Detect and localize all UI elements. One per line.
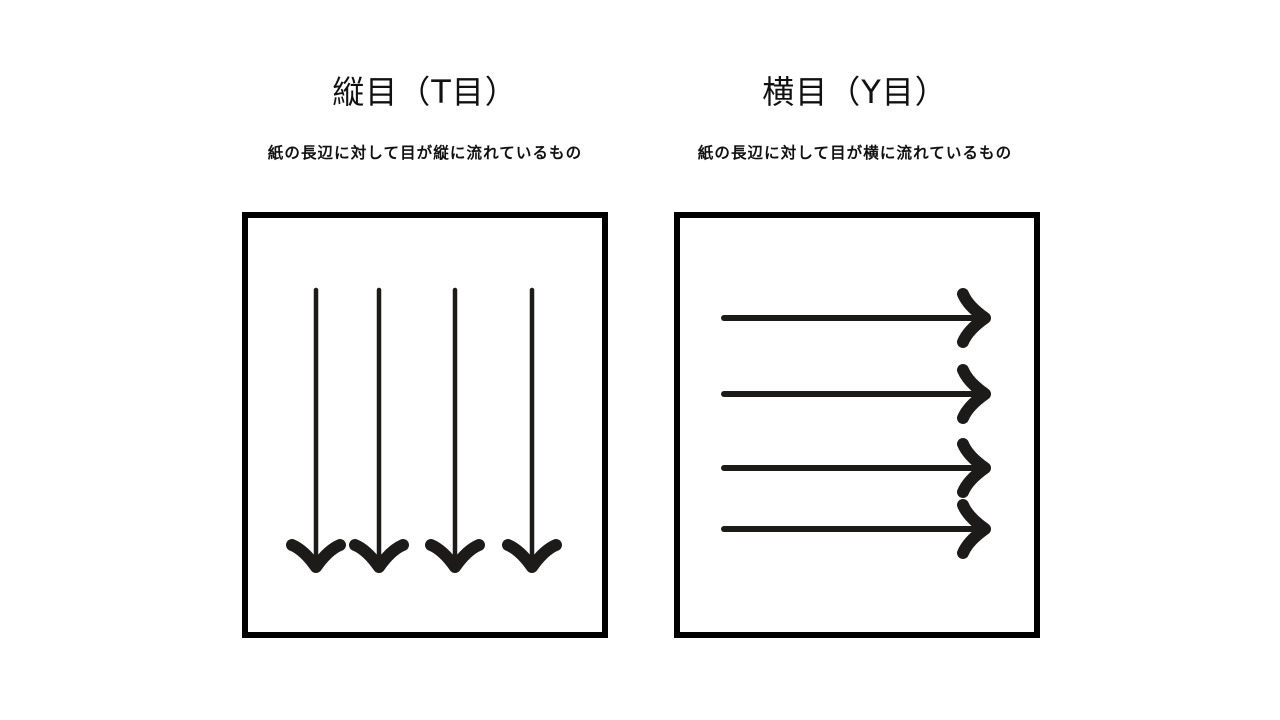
- down-arrow-icon: [286, 287, 346, 573]
- vertical-grain-arrows: [286, 287, 562, 573]
- panel-title-tate-me: 縦目（T目）: [332, 73, 518, 111]
- paper-sheet-horizontal-grain: [674, 212, 1040, 638]
- horizontal-grain-arrows: [721, 288, 991, 559]
- down-arrow-icon: [502, 287, 562, 573]
- panel-yoko-me: 横目（Y目） 紙の長辺に対して目が横に流れているもの: [620, 0, 1090, 720]
- panel-tate-me: 縦目（T目） 紙の長辺に対して目が縦に流れているもの: [190, 0, 660, 720]
- panel-title-yoko-me: 横目（Y目）: [762, 73, 948, 111]
- down-arrow-icon: [425, 287, 485, 573]
- right-arrow-icon: [721, 438, 991, 498]
- paper-sheet-vertical-grain: [242, 212, 608, 638]
- down-arrow-icon: [349, 287, 409, 573]
- panel-subtitle-tate-me: 紙の長辺に対して目が縦に流れているもの: [267, 144, 583, 162]
- right-arrow-icon: [721, 499, 991, 559]
- panel-subtitle-yoko-me: 紙の長辺に対して目が横に流れているもの: [697, 144, 1013, 162]
- right-arrow-icon: [721, 288, 991, 348]
- right-arrow-icon: [721, 364, 991, 424]
